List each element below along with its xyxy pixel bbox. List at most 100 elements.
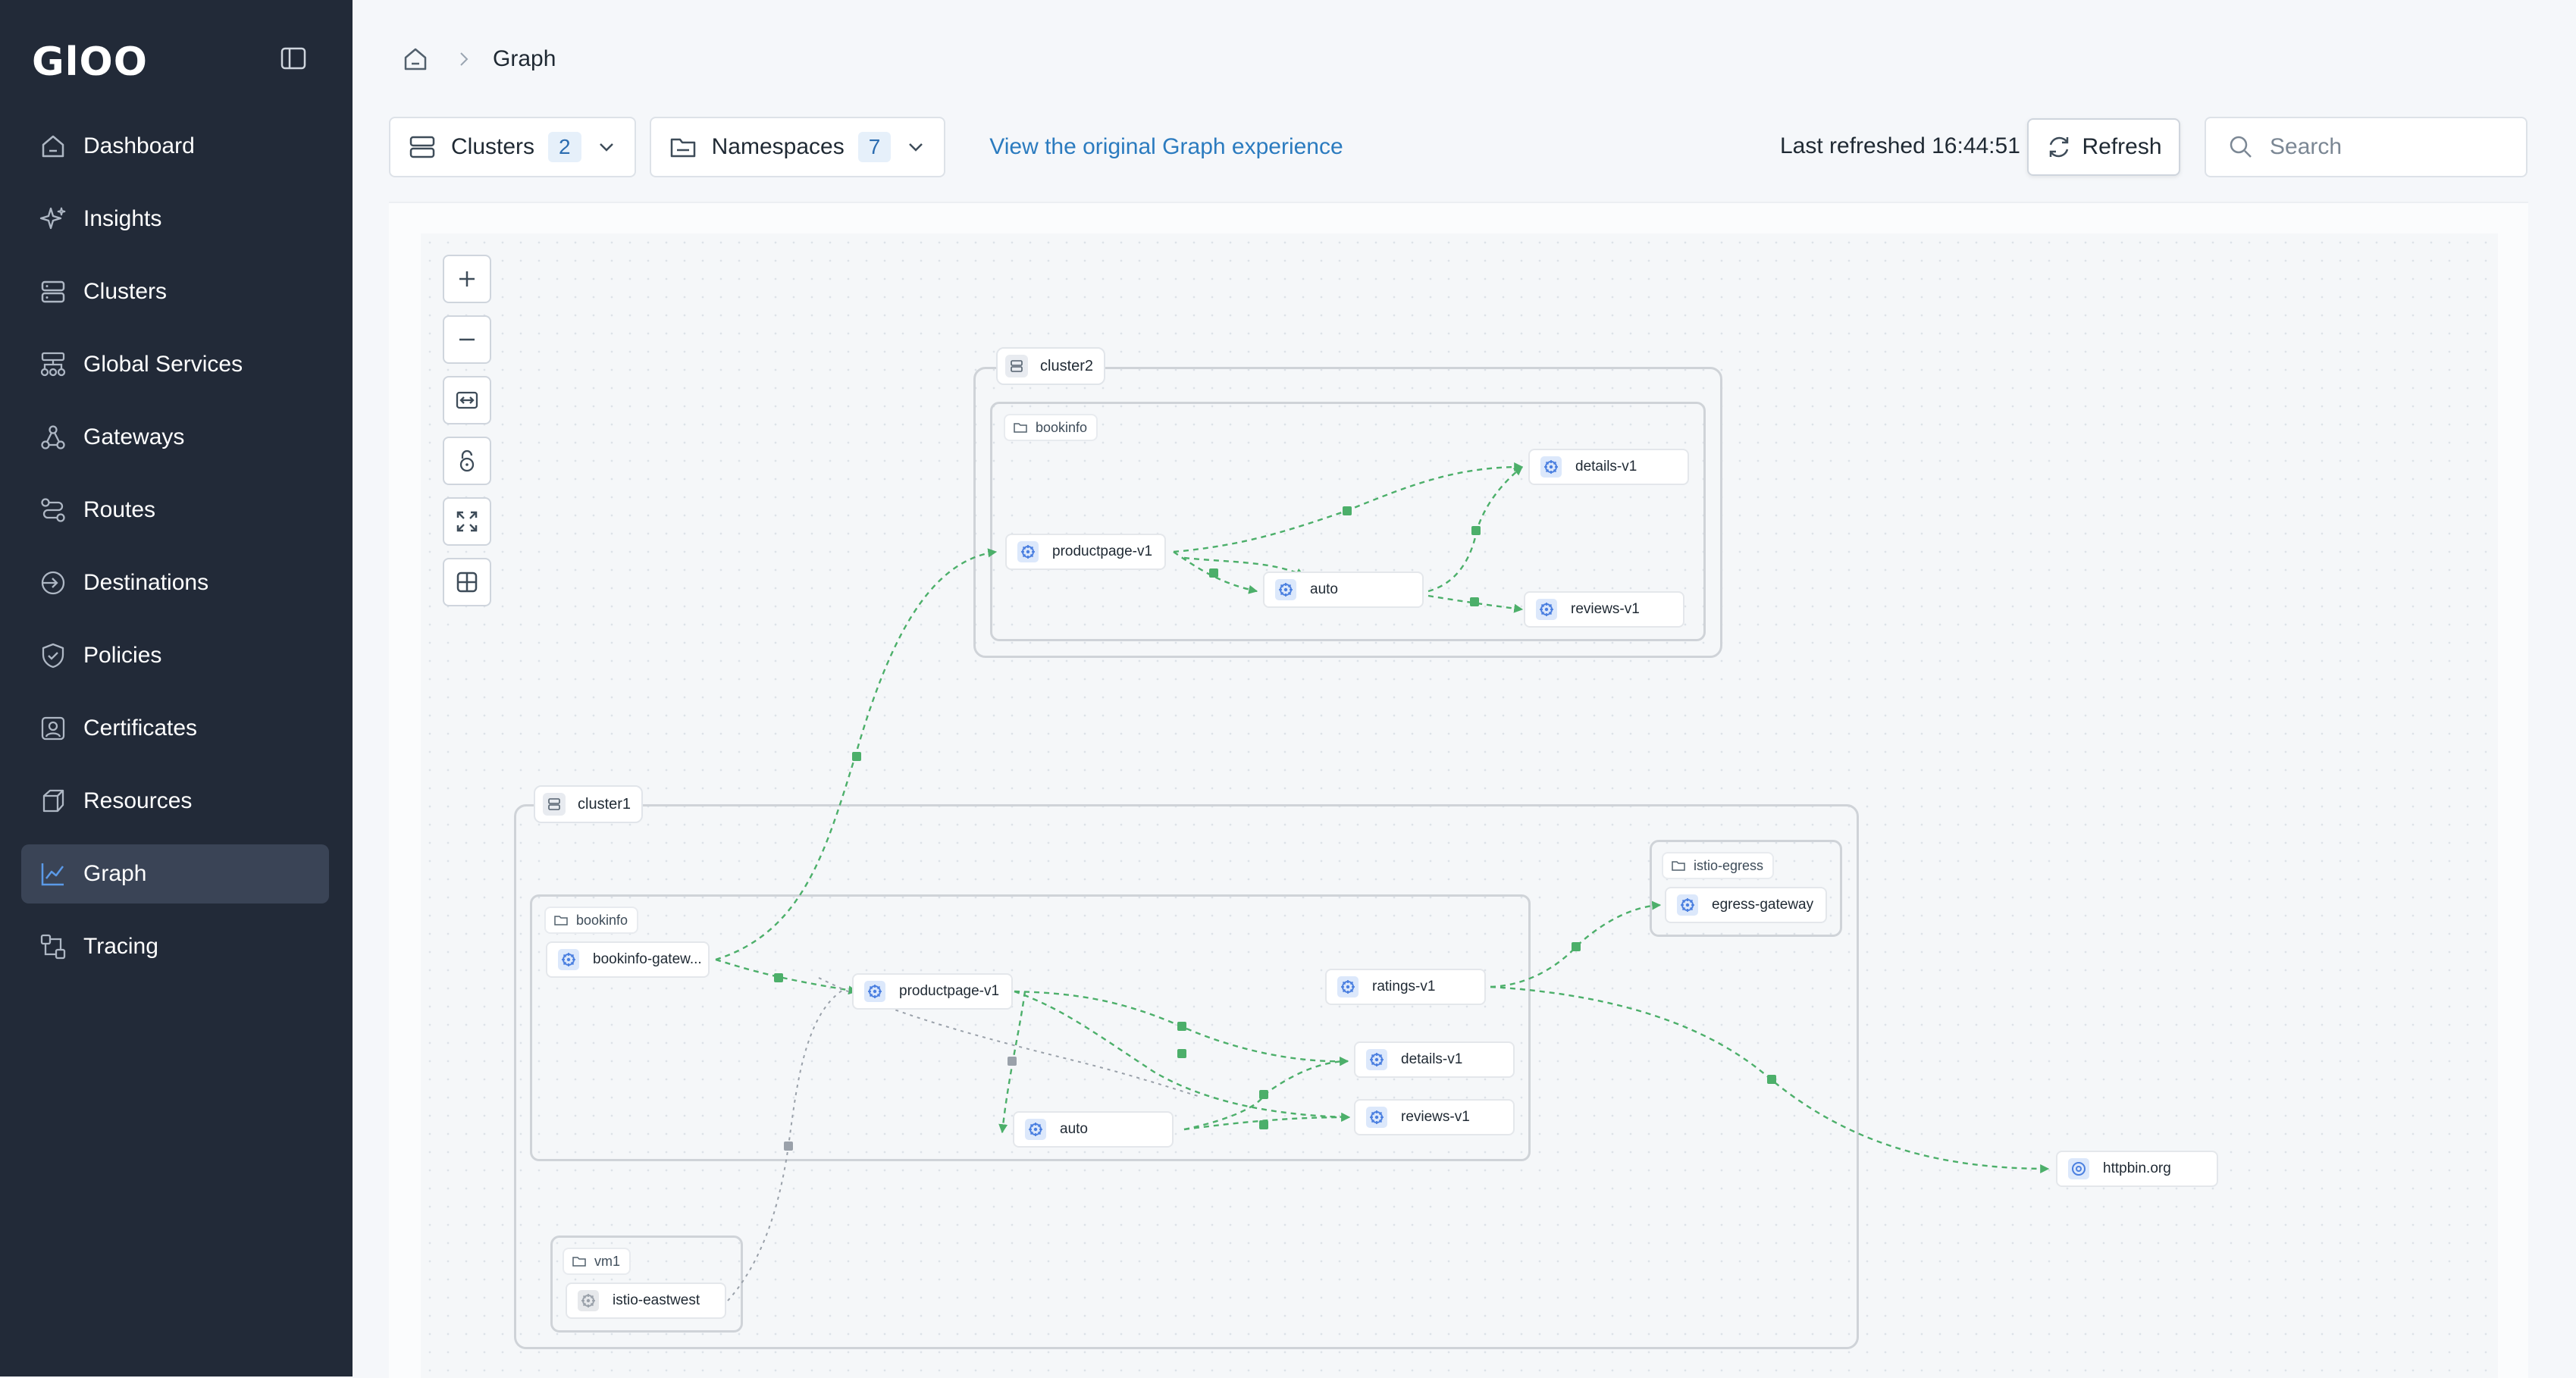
sidebar-item-graph[interactable]: Graph (21, 844, 329, 904)
search-box (2205, 117, 2527, 177)
namespaces-count-badge: 7 (857, 132, 892, 162)
namespace-label[interactable]: vm1 (563, 1248, 631, 1275)
sidebar-item-routes[interactable]: Routes (21, 481, 329, 540)
sidebar-item-label: Destinations (83, 570, 209, 595)
kubernetes-icon (1366, 1049, 1387, 1070)
sidebar-item-gateways[interactable]: Gateways (21, 408, 329, 467)
vm-workload-icon (578, 1290, 599, 1311)
sidebar-item-label: Insights (83, 206, 162, 231)
refresh-button[interactable]: Refresh (2027, 118, 2180, 176)
service-node[interactable]: productpage-v1 (1005, 534, 1166, 570)
service-name: auto (1060, 1121, 1088, 1137)
service-node[interactable]: details-v1 (1354, 1041, 1515, 1078)
namespace-group-istio-egress (1650, 840, 1842, 937)
namespace-label[interactable]: bookinfo (1004, 414, 1098, 441)
home-icon[interactable] (400, 44, 431, 74)
sidebar-item-label: Dashboard (83, 133, 195, 158)
folder-icon (1672, 861, 1685, 871)
service-node[interactable]: egress-gateway (1665, 887, 1827, 923)
service-node[interactable]: details-v1 (1528, 449, 1689, 485)
sidebar-item-label: Global Services (83, 352, 243, 377)
sidebar-collapse-button[interactable] (280, 47, 306, 70)
certificate-icon (41, 716, 65, 741)
sidebar: GlOO Dashboard Insights Clusters Global … (0, 0, 353, 1376)
namespace-name: istio-egress (1694, 857, 1764, 873)
service-node[interactable]: bookinfo-gatew... (546, 941, 710, 978)
grid-icon (456, 572, 478, 593)
original-graph-link[interactable]: View the original Graph experience (989, 134, 1343, 159)
namespaces-filter-label: Namespaces (711, 134, 845, 159)
service-name: egress-gateway (1712, 897, 1814, 913)
kubernetes-icon (1540, 456, 1562, 478)
sidebar-nav: Dashboard Insights Clusters Global Servi… (21, 117, 329, 990)
refresh-button-label: Refresh (2082, 134, 2162, 159)
server-icon (409, 136, 435, 158)
sidebar-item-destinations[interactable]: Destinations (21, 553, 329, 612)
service-node[interactable]: ratings-v1 (1325, 969, 1486, 1005)
sidebar-item-label: Routes (83, 497, 156, 522)
sidebar-item-resources[interactable]: Resources (21, 772, 329, 831)
clusters-filter[interactable]: Clusters 2 (389, 117, 636, 177)
sidebar-item-label: Tracing (83, 934, 158, 959)
sidebar-item-certificates[interactable]: Certificates (21, 699, 329, 758)
cluster-label[interactable]: cluster2 (996, 347, 1106, 385)
unlock-icon (459, 449, 475, 472)
namespace-label[interactable]: bookinfo (544, 907, 639, 934)
sidebar-item-insights[interactable]: Insights (21, 189, 329, 249)
fit-width-icon (456, 391, 478, 409)
lock-toggle-button[interactable] (443, 437, 491, 485)
graph-filters: Clusters 2 Namespaces 7 View the origina… (389, 117, 1343, 177)
sidebar-toggle-icon (280, 47, 306, 70)
service-node[interactable]: auto (1263, 572, 1424, 608)
kubernetes-icon (1536, 599, 1557, 620)
sidebar-item-global-services[interactable]: Global Services (21, 335, 329, 394)
fit-view-button[interactable] (443, 376, 491, 424)
service-node[interactable]: reviews-v1 (1354, 1099, 1515, 1135)
zoom-out-button[interactable] (443, 315, 491, 364)
service-name: auto (1310, 581, 1338, 597)
fullscreen-button[interactable] (443, 497, 491, 546)
namespaces-filter[interactable]: Namespaces 7 (649, 117, 946, 177)
cluster-name: cluster2 (1040, 357, 1094, 374)
last-refreshed-text: Last refreshed 16:44:51 (1780, 133, 2020, 158)
sidebar-item-dashboard[interactable]: Dashboard (21, 117, 329, 176)
sidebar-item-clusters[interactable]: Clusters (21, 262, 329, 321)
service-node[interactable]: productpage-v1 (852, 973, 1013, 1010)
folder-icon (670, 138, 695, 158)
sidebar-item-tracing[interactable]: Tracing (21, 917, 329, 976)
service-name: productpage-v1 (899, 983, 1000, 999)
kubernetes-icon (1677, 894, 1698, 916)
folder-icon (554, 916, 568, 925)
minus-icon (459, 338, 475, 341)
kubernetes-icon (1337, 976, 1359, 997)
destination-icon (41, 571, 65, 595)
search-input[interactable] (2268, 133, 2514, 161)
graph-icon (41, 863, 64, 886)
service-node[interactable]: auto (1013, 1111, 1174, 1148)
plus-icon (459, 271, 475, 287)
sidebar-item-label: Clusters (83, 279, 168, 304)
namespace-label[interactable]: istio-egress (1662, 852, 1775, 879)
service-name: httpbin.org (2103, 1160, 2171, 1176)
layout-grid-button[interactable] (443, 558, 491, 606)
sidebar-item-label: Gateways (83, 424, 185, 449)
service-node[interactable]: istio-eastwest (566, 1282, 726, 1319)
search-icon (2230, 136, 2252, 158)
server-icon (543, 793, 566, 816)
service-name: istio-eastwest (613, 1292, 700, 1308)
kubernetes-icon (1025, 1119, 1046, 1140)
service-node[interactable]: reviews-v1 (1524, 591, 1684, 628)
tracing-icon (40, 934, 66, 960)
namespace-name: bookinfo (576, 912, 628, 928)
zoom-in-button[interactable] (443, 255, 491, 303)
sidebar-item-policies[interactable]: Policies (21, 626, 329, 685)
gloo-logo: GlOO (32, 39, 148, 85)
service-name: reviews-v1 (1401, 1109, 1470, 1125)
service-name: details-v1 (1575, 459, 1637, 474)
cube-icon (42, 789, 64, 813)
folder-icon (1014, 423, 1027, 433)
cluster-label[interactable]: cluster1 (534, 785, 644, 823)
service-name: bookinfo-gatew... (593, 951, 702, 967)
external-service-node[interactable]: httpbin.org (2056, 1151, 2218, 1187)
globe-icon (2068, 1158, 2089, 1179)
